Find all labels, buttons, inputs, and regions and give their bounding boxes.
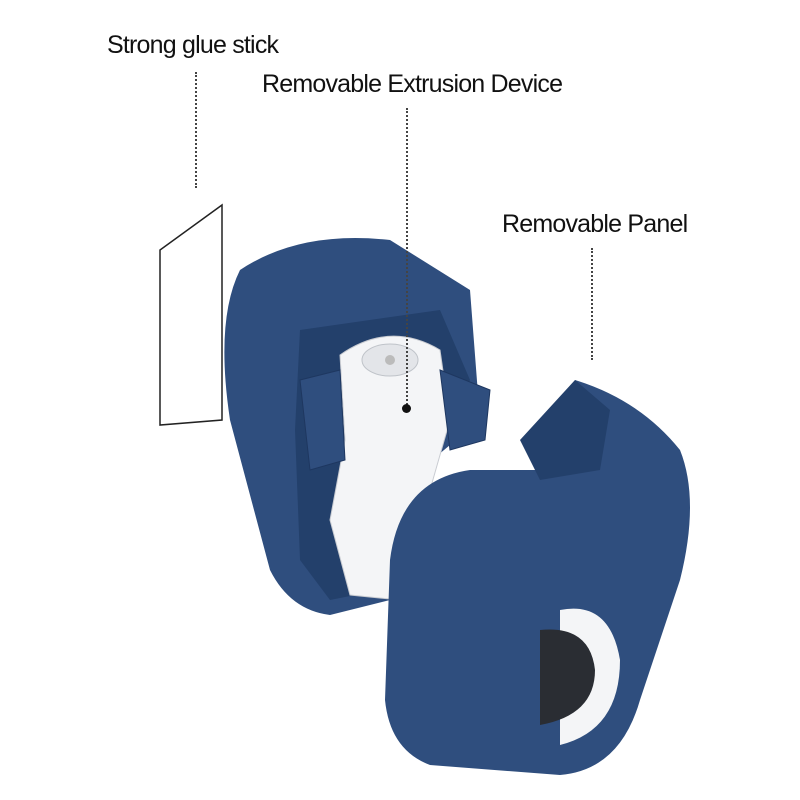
left-clip: [299, 369, 346, 471]
label-glue-stick: Strong glue stick: [107, 31, 279, 59]
leader-line-extrusion: [406, 108, 408, 408]
extrusion-device: [329, 335, 451, 601]
leader-line-panel: [591, 248, 593, 360]
glue-sticker: [159, 203, 223, 426]
leader-dot-extrusion: [402, 404, 411, 413]
panel-window: [540, 629, 595, 725]
label-removable-panel: Removable Panel: [502, 210, 688, 238]
label-extrusion-device: Removable Extrusion Device: [262, 70, 563, 98]
leader-line-glue: [195, 72, 197, 188]
panel-top-opening: [520, 380, 610, 480]
right-clip: [439, 369, 491, 451]
